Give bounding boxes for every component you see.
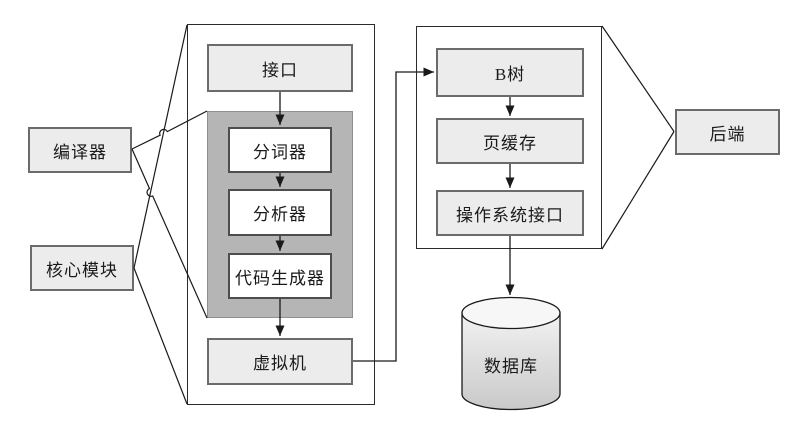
node-backend: 后端 — [675, 109, 780, 155]
node-os-interface: 操作系统接口 — [436, 190, 584, 236]
node-virtual-machine: 虚拟机 — [207, 338, 353, 385]
node-btree: B树 — [436, 48, 584, 97]
node-parser: 分析器 — [228, 189, 332, 236]
node-code-generator: 代码生成器 — [228, 253, 332, 299]
node-database: 数据库 — [462, 352, 560, 377]
edge-core-module-to-container-bottom — [133, 267, 188, 405]
node-virtual-machine-label: 虚拟机 — [253, 354, 307, 373]
node-backend-label: 后端 — [709, 124, 746, 144]
node-core-module: 核心模块 — [30, 245, 134, 291]
node-os-interface-label: 操作系统接口 — [456, 205, 564, 225]
node-compiler-label: 编译器 — [53, 142, 107, 162]
node-parser-label: 分析器 — [253, 205, 307, 224]
node-page-cache: 页缓存 — [436, 118, 584, 164]
node-compiler: 编译器 — [28, 127, 132, 173]
node-interface-label: 接口 — [262, 60, 298, 80]
node-page-cache-label: 页缓存 — [483, 133, 537, 153]
node-btree-label: B树 — [494, 65, 526, 84]
node-tokenizer: 分词器 — [228, 127, 332, 173]
edge-core-module-to-container-top — [133, 24, 188, 269]
node-interface: 接口 — [207, 44, 353, 92]
edge-backend-container-bottom-to-backend — [601, 131, 675, 250]
node-core-module-label: 核心模块 — [46, 260, 118, 280]
node-tokenizer-label: 分词器 — [253, 142, 307, 162]
node-code-generator-label: 代码生成器 — [235, 268, 325, 288]
edge-backend-container-top-to-backend — [601, 25, 675, 132]
node-database-label: 数据库 — [484, 357, 538, 376]
